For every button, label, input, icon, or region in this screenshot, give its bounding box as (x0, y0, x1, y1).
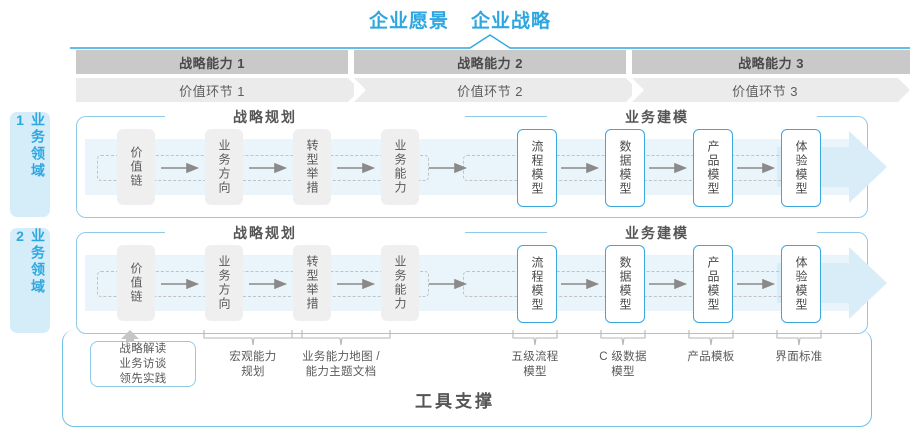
capability-bar-2-label: 战略能力 2 (457, 55, 523, 71)
node-business-direction[interactable]: 业务方向 (205, 245, 243, 321)
value-link-2[interactable]: 价值环节 2 (354, 78, 638, 102)
section-title-strategy-planning-1: 战略规划 (225, 107, 305, 127)
capability-bar-1[interactable]: 战略能力 1 (76, 50, 348, 74)
node-label: 体验模型 (794, 140, 808, 196)
node-label: 价值链 (129, 262, 143, 304)
node-transformation-measures[interactable]: 转型举措 (293, 245, 331, 321)
node-label: 流程模型 (530, 140, 544, 196)
dashed-connector-left (97, 155, 429, 181)
arrow-icon (249, 279, 288, 289)
node-experience-model[interactable]: 体验模型 (781, 245, 821, 323)
node-business-direction[interactable]: 业务方向 (205, 129, 243, 205)
tool-box-strategy-interpretation[interactable]: 战略解读业务访谈领先实践 (90, 341, 196, 387)
node-process-model[interactable]: 流程模型 (517, 245, 557, 323)
node-label: 流程模型 (530, 256, 544, 312)
node-experience-model[interactable]: 体验模型 (781, 129, 821, 207)
node-label: 数据模型 (618, 140, 632, 196)
business-domain-2-panel: 战略规划 业务建模 价值链 业务方向 转型举措 业务能力 流程模型 数据模型 产… (76, 223, 887, 334)
caption-interface-standard: 界面标准 (775, 351, 823, 363)
title-enterprise-strategy: 企业战略 (471, 10, 552, 32)
value-link-1-label: 价值环节 1 (179, 83, 245, 99)
capability-bar-2[interactable]: 战略能力 2 (354, 50, 626, 74)
node-product-model[interactable]: 产品模型 (693, 129, 733, 207)
node-value-chain[interactable]: 价值链 (117, 129, 155, 205)
arrow-icon (249, 163, 288, 173)
bracket-icon (688, 330, 734, 346)
tool-support-container (62, 330, 872, 427)
business-domain-1-panel: 战略规划 业务建模 价值链 业务方向 转型举措 业务能力 流程模型 数据模型 产… (76, 107, 887, 218)
dashed-connector-left (97, 271, 429, 297)
domain-tag-2[interactable]: 业务领域 2 (10, 228, 50, 333)
caption-macro-capability-planning: 宏观能力规划 (229, 351, 277, 378)
footer-title-tool-support: 工具支撑 (415, 392, 495, 411)
capability-bar-3-label: 战略能力 3 (738, 55, 804, 71)
node-label: 价值链 (129, 146, 143, 188)
node-label: 业务方向 (217, 255, 231, 311)
caption-product-template: 产品模板 (687, 351, 735, 363)
node-label: 转型举措 (305, 139, 319, 195)
tent-connector-line (70, 34, 910, 49)
node-business-capability[interactable]: 业务能力 (381, 245, 419, 321)
bracket-icon (291, 330, 391, 346)
arrow-icon (337, 279, 376, 289)
arrow-icon (161, 163, 200, 173)
node-product-model[interactable]: 产品模型 (693, 245, 733, 323)
domain-tag-1-label: 业务领域 1 (12, 112, 46, 180)
section-title-business-modeling-1: 业务建模 (617, 107, 697, 127)
node-data-model[interactable]: 数据模型 (605, 129, 645, 207)
node-value-chain[interactable]: 价值链 (117, 245, 155, 321)
value-link-3-label: 价值环节 3 (732, 83, 798, 99)
domain-tag-1[interactable]: 业务领域 1 (10, 112, 50, 217)
node-data-model[interactable]: 数据模型 (605, 245, 645, 323)
node-process-model[interactable]: 流程模型 (517, 129, 557, 207)
value-link-3[interactable]: 价值环节 3 (632, 78, 910, 102)
node-label: 业务能力 (393, 139, 407, 195)
caption-business-capability-map: 业务能力地图 /能力主题文档 (302, 351, 380, 378)
node-label: 转型举措 (305, 255, 319, 311)
arrow-icon (649, 279, 688, 289)
capability-bar-1-label: 战略能力 1 (179, 55, 245, 71)
node-label: 业务能力 (393, 255, 407, 311)
section-title-mask-left (165, 231, 465, 235)
arrow-icon (561, 163, 600, 173)
caption-c-level-data-model: C 级数据模型 (599, 351, 647, 378)
arrow-icon (161, 279, 200, 289)
arrow-icon (737, 163, 776, 173)
node-transformation-measures[interactable]: 转型举措 (293, 129, 331, 205)
arrow-icon (337, 163, 376, 173)
node-business-capability[interactable]: 业务能力 (381, 129, 419, 205)
bracket-icon (203, 330, 303, 346)
node-label: 体验模型 (794, 256, 808, 312)
bracket-icon (512, 330, 558, 346)
node-label: 产品模型 (706, 140, 720, 196)
bracket-icon (600, 330, 646, 346)
arrow-icon (429, 279, 468, 289)
arrow-icon (429, 163, 468, 173)
value-link-2-label: 价值环节 2 (457, 83, 523, 99)
domain-tag-2-label: 业务领域 2 (12, 228, 46, 296)
node-label: 数据模型 (618, 256, 632, 312)
section-title-strategy-planning-2: 战略规划 (225, 223, 305, 243)
section-title-business-modeling-2: 业务建模 (617, 223, 697, 243)
title-enterprise-vision: 企业愿景 (368, 10, 449, 32)
node-label: 业务方向 (217, 139, 231, 195)
value-link-row: 价值环节 1 价值环节 2 价值环节 3 (76, 78, 910, 102)
capability-bar-3[interactable]: 战略能力 3 (632, 50, 910, 74)
caption-five-level-process-model: 五级流程模型 (511, 351, 559, 378)
arrow-icon (561, 279, 600, 289)
capability-bar-row: 战略能力 1 战略能力 2 战略能力 3 (76, 50, 910, 74)
node-label: 产品模型 (706, 256, 720, 312)
arrow-icon (737, 279, 776, 289)
top-titles: 企业愿景 企业战略 (300, 6, 620, 32)
bracket-icon (776, 330, 822, 346)
value-link-1[interactable]: 价值环节 1 (76, 78, 360, 102)
up-arrow-icon (121, 330, 139, 346)
arrow-icon (649, 163, 688, 173)
section-title-mask-left (165, 115, 465, 119)
